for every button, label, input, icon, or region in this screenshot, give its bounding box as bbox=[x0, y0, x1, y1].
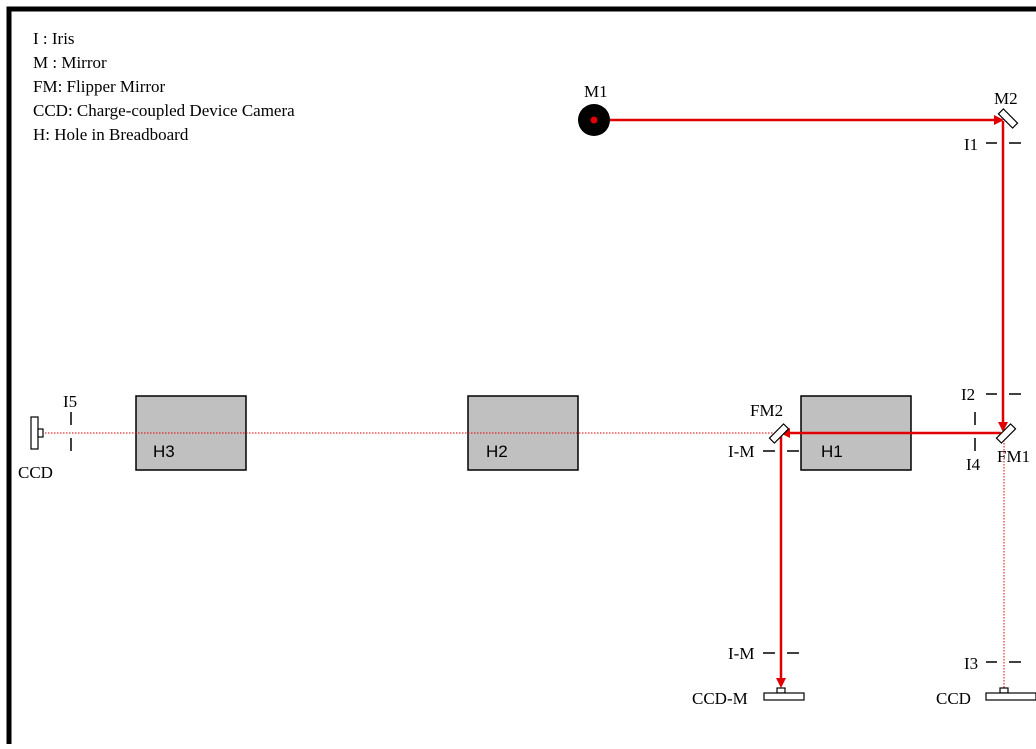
legend-mirror: M : Mirror bbox=[33, 53, 107, 72]
ccd-m-label: CCD-M bbox=[692, 689, 748, 708]
hole-h2-label: H2 bbox=[486, 442, 508, 461]
ccd-m-camera bbox=[763, 687, 805, 701]
ccd-right-label: CCD bbox=[936, 689, 971, 708]
legend-iris: I : Iris bbox=[33, 29, 75, 48]
i3-label: I3 bbox=[964, 654, 978, 673]
hole-h2: H2 bbox=[467, 395, 579, 471]
i5-label: I5 bbox=[63, 392, 77, 411]
im-upper-label: I-M bbox=[728, 442, 754, 461]
legend: I : Iris M : Mirror FM: Flipper Mirror C… bbox=[33, 29, 295, 144]
breadboard-frame bbox=[6, 6, 1036, 749]
m1-beam-origin bbox=[590, 116, 598, 124]
flipper-mirror-fm2 bbox=[768, 423, 790, 444]
fm1-label: FM1 bbox=[997, 447, 1030, 466]
ccd-left-label: CCD bbox=[18, 463, 53, 482]
fm2-label: FM2 bbox=[750, 401, 783, 420]
i4-label: I4 bbox=[966, 455, 981, 474]
legend-flipper-mirror: FM: Flipper Mirror bbox=[33, 77, 166, 96]
im-lower-label: I-M bbox=[728, 644, 754, 663]
m2-label: M2 bbox=[994, 89, 1018, 108]
legend-ccd: CCD: Charge-coupled Device Camera bbox=[33, 101, 295, 120]
ccd-right-camera bbox=[985, 687, 1036, 701]
ccd-left-camera bbox=[30, 416, 44, 450]
hole-h3-label: H3 bbox=[153, 442, 175, 461]
m1-label: M1 bbox=[584, 82, 608, 101]
flipper-mirror-fm1 bbox=[995, 423, 1017, 444]
i2-label: I2 bbox=[961, 385, 975, 404]
legend-hole: H: Hole in Breadboard bbox=[33, 125, 189, 144]
hole-h1-label: H1 bbox=[821, 442, 843, 461]
mirror-m2 bbox=[997, 108, 1019, 129]
i1-label: I1 bbox=[964, 135, 978, 154]
